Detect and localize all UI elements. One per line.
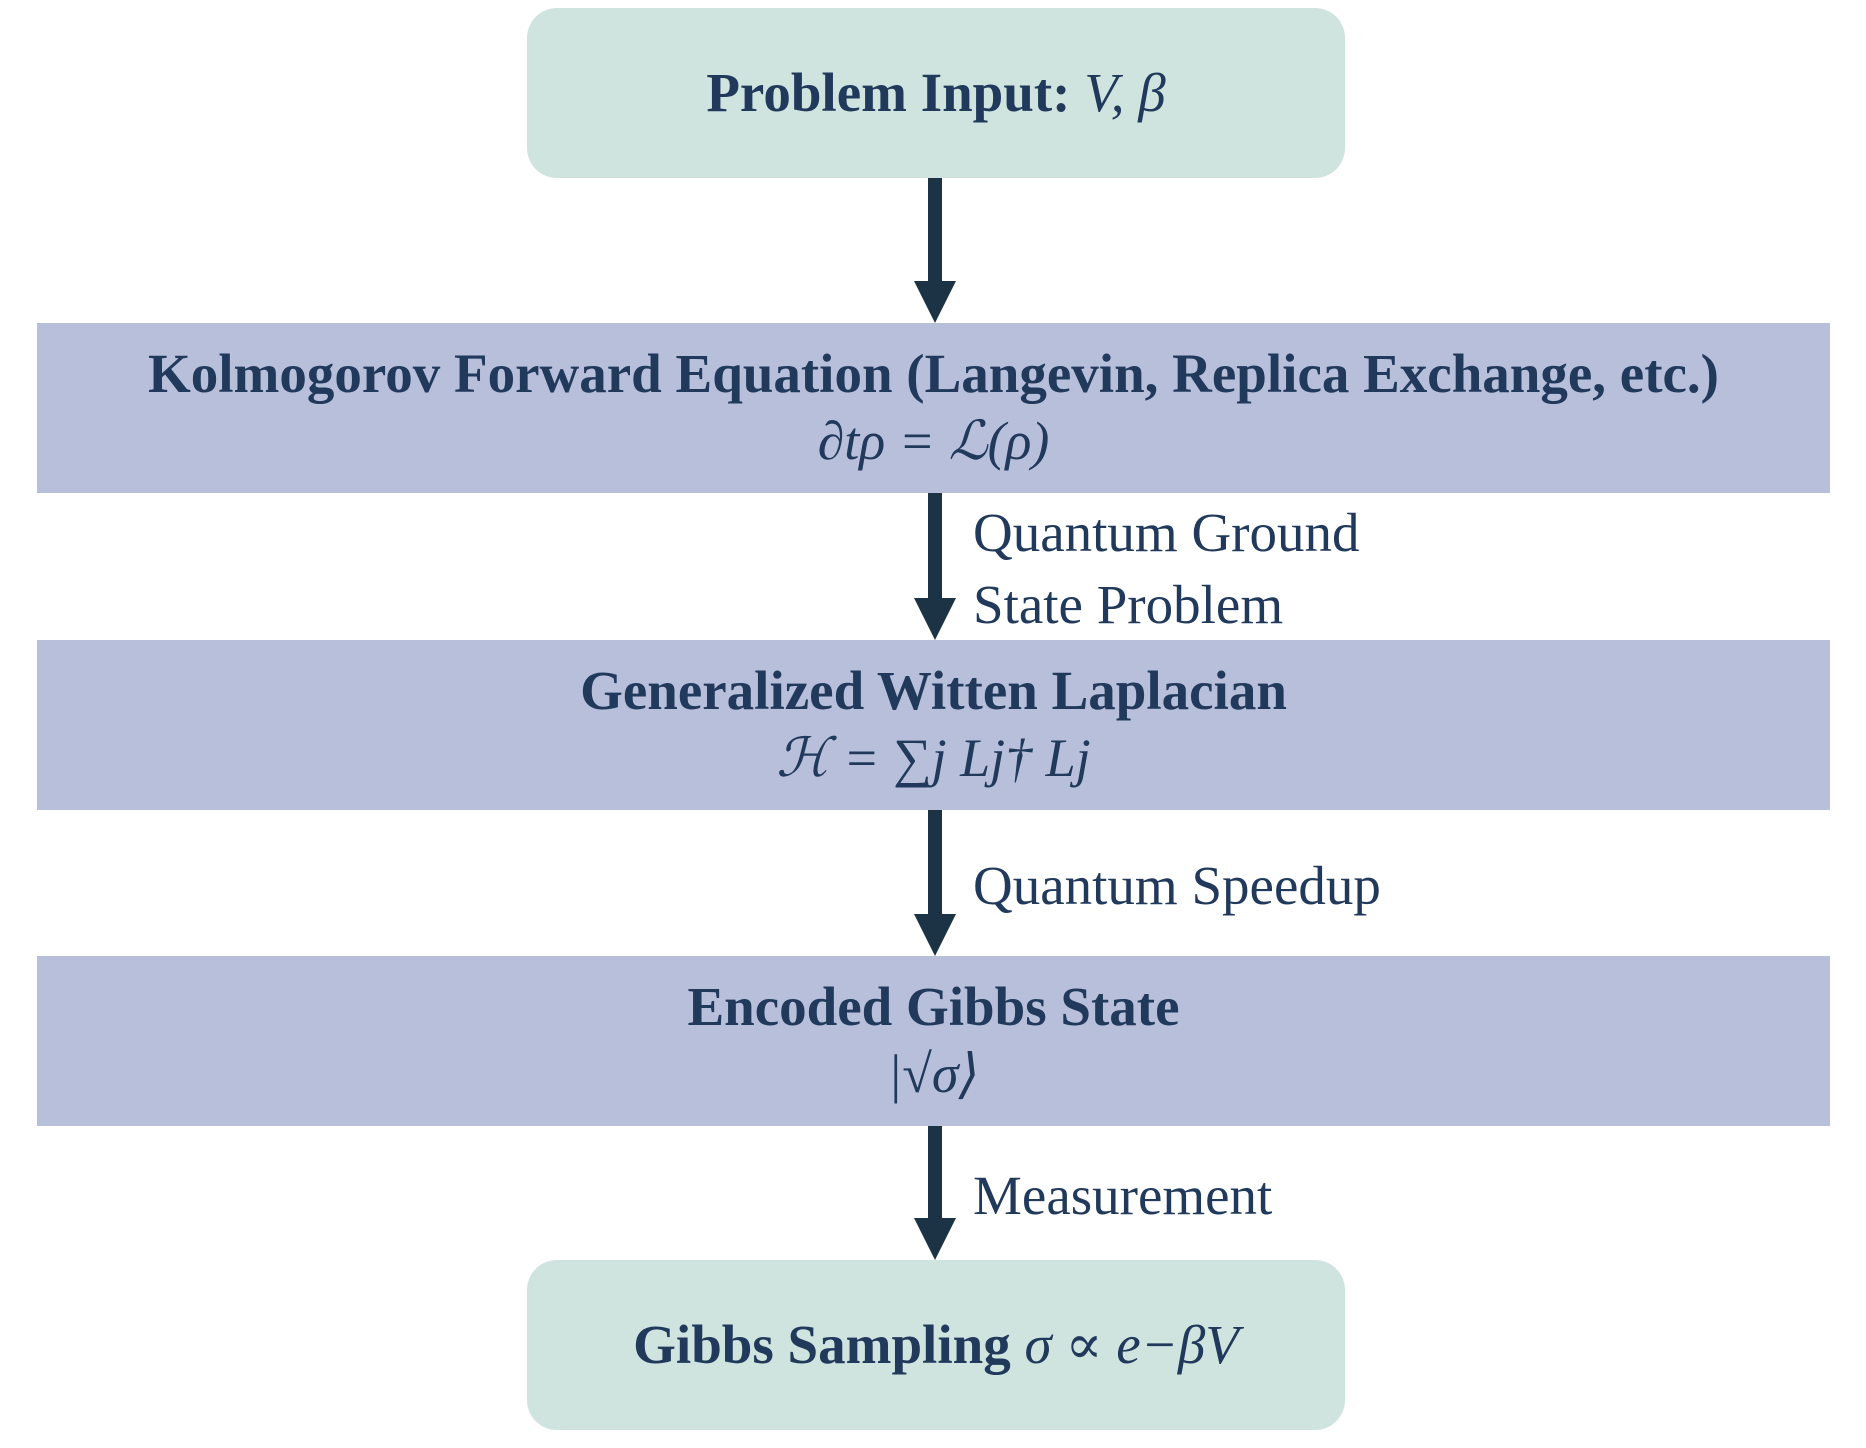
node-gibbs-sampling-title: Gibbs Sampling σ ∝ e−βV bbox=[633, 1313, 1239, 1376]
edge-label-quantum-speedup: Quantum Speedup bbox=[973, 855, 1381, 916]
gibbs-state-title: Encoded Gibbs State bbox=[687, 975, 1180, 1037]
gibbs-state-formula: |√σ⟩ bbox=[887, 1043, 979, 1105]
arrow-gibbs-state-to-output bbox=[914, 1125, 956, 1260]
node-problem-input-title: Problem Input: V, β bbox=[706, 61, 1166, 124]
witten-title: Generalized Witten Laplacian bbox=[580, 659, 1287, 721]
problem-input-label: Problem Input: bbox=[706, 61, 1071, 123]
edge-label-quantum-ground-state: Quantum Ground State Problem bbox=[973, 497, 1359, 641]
problem-input-math: V, β bbox=[1084, 61, 1166, 123]
arrow-kolmogorov-to-witten bbox=[914, 493, 956, 640]
node-gibbs-sampling: Gibbs Sampling σ ∝ e−βV bbox=[527, 1260, 1345, 1430]
node-encoded-gibbs-state: Encoded Gibbs State |√σ⟩ bbox=[37, 956, 1830, 1126]
node-generalized-witten-laplacian: Generalized Witten Laplacian ℋ = ∑j Lj† … bbox=[37, 640, 1830, 810]
arrow-input-to-kolmogorov bbox=[914, 177, 956, 323]
node-kolmogorov-forward-equation: Kolmogorov Forward Equation (Langevin, R… bbox=[37, 323, 1830, 493]
gibbs-state-formula-text: |√σ⟩ bbox=[887, 1044, 980, 1105]
node-problem-input: Problem Input: V, β bbox=[527, 8, 1345, 178]
kolmogorov-formula-text: ∂tρ = ℒ(ρ) bbox=[817, 411, 1050, 472]
edge-label-measurement: Measurement bbox=[973, 1165, 1273, 1226]
edge-label-line-1: Quantum Ground bbox=[973, 502, 1360, 563]
witten-formula: ℋ = ∑j Lj† Lj bbox=[776, 727, 1090, 789]
witten-formula-text: ℋ = ∑j Lj† Lj bbox=[776, 728, 1091, 789]
gibbs-sampling-math: σ ∝ e−βV bbox=[1024, 1313, 1239, 1375]
edge-label-line-2: State Problem bbox=[973, 574, 1284, 635]
gibbs-sampling-label: Gibbs Sampling bbox=[633, 1313, 1011, 1375]
kolmogorov-title: Kolmogorov Forward Equation (Langevin, R… bbox=[147, 342, 1720, 404]
arrow-witten-to-gibbs-state bbox=[914, 809, 956, 956]
kolmogorov-formula: ∂tρ = ℒ(ρ) bbox=[818, 410, 1050, 472]
